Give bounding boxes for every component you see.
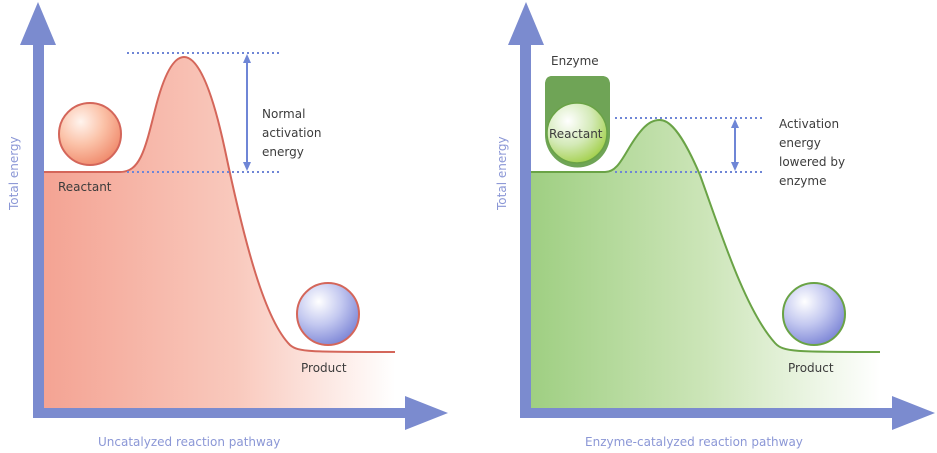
- enzyme-label: Enzyme: [551, 54, 599, 68]
- reactant-ball: [546, 102, 608, 164]
- annotation-line-3: lowered by: [779, 155, 845, 169]
- x-axis-arrowhead: [405, 396, 448, 430]
- uncatalyzed-energy-area: [43, 57, 395, 408]
- reactant-ball: [58, 102, 122, 166]
- y-axis: [520, 35, 531, 417]
- annotation-line-2: energy: [779, 136, 821, 150]
- product-ball: [782, 282, 846, 346]
- arrow-head-down: [243, 162, 251, 171]
- annotation-line-1: Activation: [779, 117, 839, 131]
- uncatalyzed-panel: Reactant Product Normal activation energ…: [7, 2, 448, 449]
- catalyzed-energy-curve: [531, 118, 881, 353]
- annotation-line-2: activation: [262, 126, 321, 140]
- catalyzed-energy-area: [531, 120, 880, 408]
- x-axis-label: Enzyme-catalyzed reaction pathway: [585, 435, 803, 449]
- annotation-line-1: Normal: [262, 107, 305, 121]
- y-axis-label: Total energy: [7, 136, 21, 211]
- product-ball: [296, 282, 360, 346]
- x-axis: [33, 408, 418, 418]
- arrow-head-up: [731, 119, 739, 128]
- arrow-head-down: [731, 162, 739, 171]
- product-label: Product: [301, 361, 347, 375]
- annotation-line-3: energy: [262, 145, 304, 159]
- catalyzed-panel: Enzyme Reactant Product Activation energ…: [495, 2, 935, 449]
- reactant-label: Reactant: [549, 127, 603, 141]
- uncatalyzed-energy-curve: [43, 55, 396, 353]
- x-axis-label: Uncatalyzed reaction pathway: [98, 435, 280, 449]
- y-axis-label: Total energy: [495, 136, 509, 211]
- reactant-label: Reactant: [58, 180, 112, 194]
- arrow-head-up: [243, 54, 251, 63]
- product-label: Product: [788, 361, 834, 375]
- annotation-line-4: enzyme: [779, 174, 826, 188]
- y-axis-arrowhead: [508, 2, 544, 45]
- x-axis: [520, 408, 905, 418]
- x-axis-arrowhead: [892, 396, 935, 430]
- y-axis-arrowhead: [20, 2, 56, 45]
- y-axis: [33, 35, 44, 417]
